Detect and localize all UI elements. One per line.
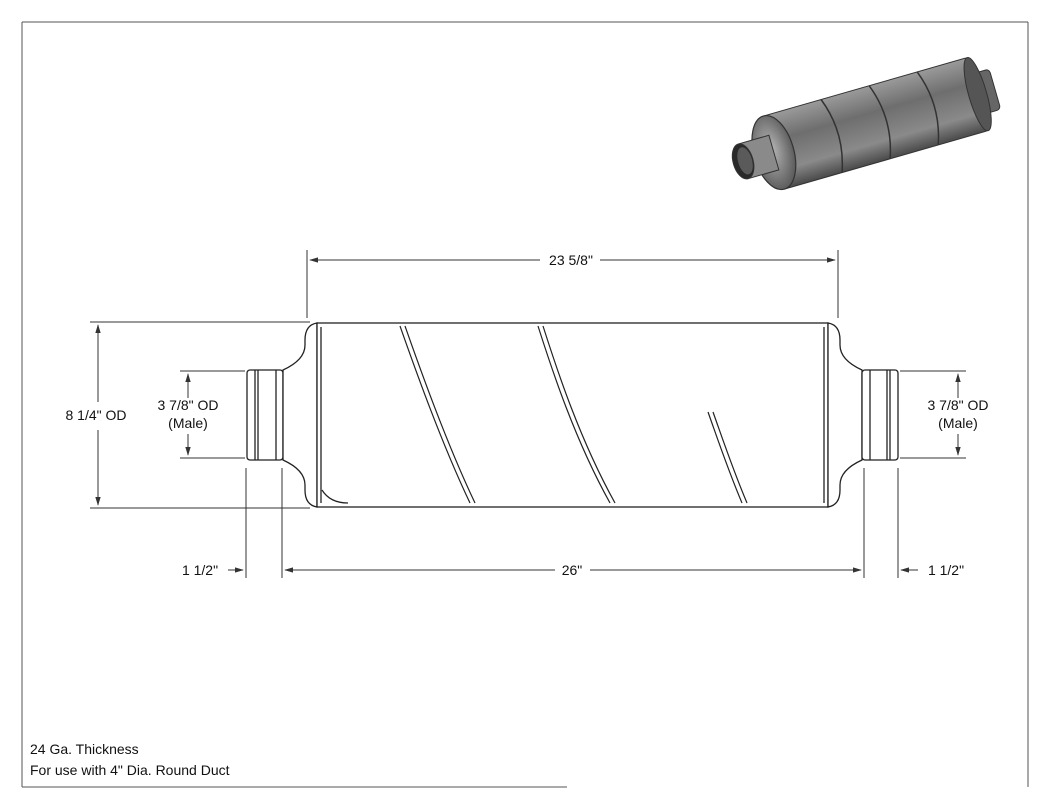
- dim-left-collar-dia: 3 7/8" OD: [158, 397, 219, 413]
- silencer-body: [246, 322, 899, 508]
- dim-right-collar-dia: 3 7/8" OD: [928, 397, 989, 413]
- dimension-lines: [90, 250, 966, 578]
- dim-left-collar-length: 1 1/2": [182, 562, 218, 578]
- note-usage: For use with 4" Dia. Round Duct: [30, 762, 230, 778]
- dim-right-collar-type: (Male): [938, 415, 978, 431]
- note-thickness: 24 Ga. Thickness: [30, 741, 139, 757]
- dim-right-collar-length: 1 1/2": [928, 562, 964, 578]
- dim-body-length: 23 5/8": [549, 252, 593, 268]
- dim-overall-length: 26": [562, 562, 583, 578]
- dim-body-diameter: 8 1/4" OD: [66, 407, 127, 423]
- dim-left-collar-type: (Male): [168, 415, 208, 431]
- isometric-view: [731, 57, 1001, 191]
- sheet-border: [21, 21, 1029, 788]
